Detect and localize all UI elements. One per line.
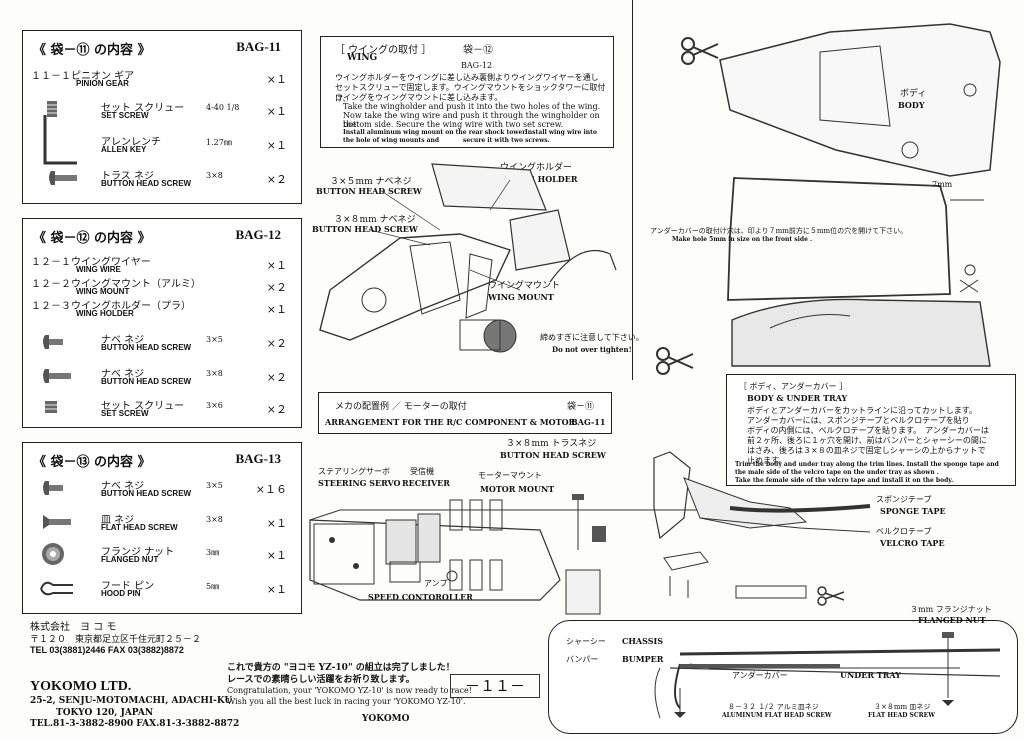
allen-key-icon bbox=[43, 115, 77, 165]
hole-note-en: Make hole 5mm in size on the front side … bbox=[672, 236, 813, 243]
closing-en1: Congratulation, your 'YOKOMO YZ-10' is n… bbox=[227, 686, 472, 695]
chassis-label-en: CHASSIS bbox=[622, 636, 664, 646]
list-item: １２－１ウイングワイヤー WING WIRE ×１ bbox=[31, 257, 287, 274]
closing-jp2: レースでの素晴らしい活躍をお祈り致します。 bbox=[227, 675, 415, 685]
warning-jp: 締めすぎに注意して下さい。 bbox=[540, 333, 644, 342]
button-head-screw-icon bbox=[43, 335, 63, 349]
bag11-panel: 《 袋－⑪ の内容 》 BAG-11 １１－１ピニオン ギア PINION GE… bbox=[22, 30, 302, 204]
body-label-en: BODY bbox=[898, 100, 925, 110]
company-en-address1: 25-2, SENJU-MOTOMACHI, ADACHI-KU bbox=[30, 696, 233, 706]
wing-assembly-drawing bbox=[319, 163, 617, 353]
body-label-jp: ボディ bbox=[900, 89, 927, 99]
list-item: １２－３ウイングホルダー（プラ） WING HOLDER ×１ bbox=[31, 301, 287, 318]
arrangement-box: メカの配置例 ／ モーターの取付 袋－⑪ ARRANGEMENT FOR THE… bbox=[318, 392, 612, 434]
scissors-icon bbox=[656, 347, 694, 375]
hood-pin-icon bbox=[40, 581, 73, 596]
scissors-icon bbox=[817, 586, 845, 606]
set-screw-icon bbox=[45, 401, 57, 413]
company-jp-name: 株式会社 ヨ コ モ bbox=[30, 622, 117, 633]
label-wing-mount: ウイングマウント bbox=[488, 281, 561, 291]
hole-note-jp: アンダーカバーの取付け穴は、印より７mm前方に５mm位の穴を開けて下さい。 bbox=[650, 227, 908, 235]
scissors-icon bbox=[681, 37, 719, 65]
label-wing-holder: ウイングホルダー bbox=[500, 163, 573, 173]
button-head-screw-icon bbox=[43, 369, 71, 383]
arrange-title-en: ARRANGEMENT FOR THE R/C COMPONENT & MOTO… bbox=[325, 417, 576, 427]
list-item: ナベ ネジ BUTTON HEAD SCREW 3×8 ×２ bbox=[31, 365, 293, 397]
under-tray-label-jp: アンダーカバー bbox=[732, 671, 788, 680]
bag12-code: BAG-12 bbox=[235, 227, 282, 242]
nut-label-jp: ３mm フランジナット bbox=[910, 605, 992, 614]
body-top-drawing bbox=[719, 23, 1001, 367]
warning-en: Do not over tighten! bbox=[552, 345, 632, 354]
list-item: アレンレンチ ALLEN KEY 1.27㎜ ×１ bbox=[31, 115, 293, 165]
button-head-screw-icon bbox=[49, 171, 77, 185]
button-head-screw-icon bbox=[43, 481, 63, 495]
closing-en2: Wish you all the best luck in racing you… bbox=[227, 697, 466, 706]
arrange-title-jp: メカの配置例 ／ モーターの取付 bbox=[335, 402, 467, 412]
wing-title: ［ ウイングの取付 ］ bbox=[335, 45, 432, 56]
list-item: セット スクリュー SET SCREW 4-40 1/8 ×１ bbox=[31, 99, 293, 131]
label-screw-3x8: ３×８mm ナベネジ bbox=[334, 215, 416, 225]
tray-title-en: BODY & UNDER TRAY bbox=[747, 393, 848, 403]
bag11-title: 《 袋－⑪ の内容 》 bbox=[33, 43, 151, 58]
wing-instruction-box: ［ ウイングの取付 ］ 袋－⑫ WING BAG-12 ウイングホルダーをウイン… bbox=[320, 36, 614, 148]
list-item: セット スクリュー SET SCREW 3×6 ×２ bbox=[31, 397, 293, 429]
under-tray-label-en: UNDER TRAY bbox=[840, 670, 901, 680]
list-item: ナベ ネジ BUTTON HEAD SCREW 3×5 ×２ bbox=[31, 331, 293, 363]
wing-bag: BAG-12 bbox=[461, 61, 493, 70]
page-number: －１１－ bbox=[450, 674, 540, 698]
cross-section-frame bbox=[548, 620, 1018, 734]
tray-title-jp: ［ ボディ、アンダーカバー ］ bbox=[739, 382, 848, 391]
arrange-bag: BAG-11 bbox=[571, 417, 606, 427]
bag13-panel: 《 袋－⑬ の内容 》 BAG-13 ナベ ネジ BUTTON HEAD SCR… bbox=[22, 442, 302, 614]
dim-7mm: 7mm bbox=[932, 180, 953, 189]
list-item: フード ピン HOOD PIN 5㎜ ×１ bbox=[31, 577, 293, 609]
list-item: フランジ ナット FLANGED NUT 3㎜ ×１ bbox=[31, 543, 293, 575]
cross-section-drawing bbox=[654, 632, 1001, 719]
bag11-code: BAG-11 bbox=[236, 39, 281, 54]
company-en-tel: TEL.81-3-3882-8900 FAX.81-3-3882-8872 bbox=[30, 719, 240, 729]
company-jp-address: 〒１２０ 東京都足立区千住元町２５－２ bbox=[30, 635, 202, 645]
list-item: 皿 ネジ FLAT HEAD SCREW 3×8 ×１ bbox=[31, 511, 293, 543]
list-item: １１－１ピニオン ギア PINION GEAR ×１ bbox=[31, 71, 287, 88]
wing-title-en: WING bbox=[347, 53, 378, 63]
bag12-title: 《 袋－⑫ の内容 》 bbox=[33, 231, 151, 246]
bumper-label-jp: バンパー bbox=[566, 655, 599, 664]
company-jp-tel: TEL 03(3881)2446 FAX 03(3882)8872 bbox=[30, 645, 184, 655]
bag13-title: 《 袋－⑬ の内容 》 bbox=[33, 455, 151, 470]
list-item: １２－２ウイングマウント（アルミ） WING MOUNT ×２ bbox=[31, 279, 287, 296]
closing-jp1: これで貴方の "ヨコモ YZ-10" の組立は完了しました！ bbox=[227, 663, 455, 673]
nut-label-en: FLANGED NUT bbox=[918, 615, 986, 625]
sponge-tape-jp: スポンジテープ bbox=[876, 495, 932, 504]
company-en-address2: TOKYO 120, JAPAN bbox=[56, 708, 154, 718]
list-item: トラス ネジ BUTTON HEAD SCREW 3×8 ×２ bbox=[31, 167, 293, 199]
body-tray-box: ［ ボディ、アンダーカバー ］ BODY & UNDER TRAY ボディとアン… bbox=[726, 374, 1016, 486]
velcro-tape-en: VELCRO TAPE bbox=[880, 538, 945, 548]
label-screw-3x5: ３×５mm ナベネジ bbox=[330, 177, 412, 187]
chassis-label-jp: シャーシー bbox=[566, 637, 606, 646]
bag13-code: BAG-13 bbox=[235, 451, 282, 466]
bag12-panel: 《 袋－⑫ の内容 》 BAG-12 １２－１ウイングワイヤー WING WIR… bbox=[22, 218, 302, 428]
flat-head-screw-icon bbox=[43, 515, 71, 529]
body-under-tray-drawing bbox=[653, 451, 871, 599]
velcro-tape-jp: ベルクロテープ bbox=[876, 527, 932, 536]
closing-sign: YOKOMO bbox=[362, 714, 410, 724]
company-en-name: YOKOMO LTD. bbox=[30, 679, 132, 694]
wing-bag-jp: 袋－⑫ bbox=[463, 45, 493, 56]
set-screw-icon bbox=[47, 101, 57, 117]
chassis-arrangement-drawing bbox=[309, 494, 820, 615]
list-item: ナベ ネジ BUTTON HEAD SCREW 3×5 ×１６ bbox=[31, 477, 293, 509]
bumper-label-en: BUMPER bbox=[622, 654, 664, 664]
arrange-bag-jp: 袋－⑪ bbox=[567, 402, 595, 412]
flanged-nut-icon bbox=[42, 543, 64, 565]
sponge-tape-en: SPONGE TAPE bbox=[880, 506, 946, 516]
column-divider bbox=[632, 0, 633, 380]
